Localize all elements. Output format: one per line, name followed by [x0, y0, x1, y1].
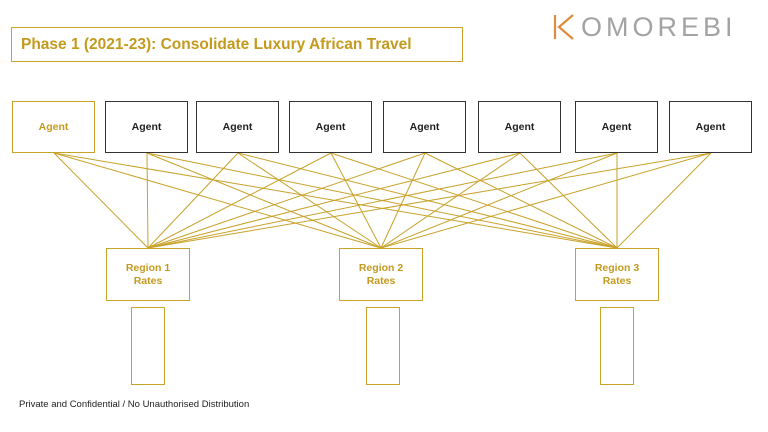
region-title: Region 2 — [358, 261, 404, 274]
agent-box-2: Agent — [105, 101, 188, 153]
agent-box-8: Agent — [669, 101, 752, 153]
agent-box-6: Agent — [478, 101, 561, 153]
agent-label: Agent — [315, 121, 346, 133]
agent-label: Agent — [131, 121, 162, 133]
agent-label: Agent — [38, 121, 69, 133]
connection-line-agent-3-region-2 — [237, 152, 382, 249]
connection-line-agent-7-region-2 — [380, 152, 618, 249]
agent-box-1: Agent — [12, 101, 95, 153]
connection-line-agent-3-region-1 — [147, 152, 239, 249]
confidentiality-footer: Private and Confidential / No Unauthoris… — [19, 399, 250, 410]
connection-line-agent-8-region-3 — [616, 152, 712, 249]
connection-line-agent-2-region-1 — [146, 152, 149, 249]
region-3-pillar — [600, 307, 634, 385]
connection-line-agent-5-region-3 — [424, 152, 618, 249]
region-title: Region 1 — [125, 261, 171, 274]
region-1-pillar — [131, 307, 165, 385]
connection-line-agent-6-region-2 — [380, 152, 521, 249]
agent-label: Agent — [222, 121, 253, 133]
title-box: Phase 1 (2021-23): Consolidate Luxury Af… — [11, 27, 463, 62]
region-subtitle: Rates — [133, 274, 163, 287]
agent-box-4: Agent — [289, 101, 372, 153]
region-2-pillar — [366, 307, 400, 385]
connection-line-agent-4-region-2 — [330, 152, 382, 249]
connection-line-agent-1-region-1 — [53, 152, 149, 249]
agent-box-7: Agent — [575, 101, 658, 153]
connection-line-agent-8-region-1 — [147, 152, 712, 249]
agent-label: Agent — [601, 121, 632, 133]
agent-label: Agent — [504, 121, 535, 133]
page-title: Phase 1 (2021-23): Consolidate Luxury Af… — [21, 35, 412, 53]
agent-label: Agent — [695, 121, 726, 133]
connection-line-agent-4-region-1 — [147, 152, 332, 249]
connection-line-agent-6-region-3 — [519, 152, 618, 249]
connection-line-agent-7-region-1 — [147, 152, 618, 249]
connection-line-agent-5-region-1 — [147, 152, 426, 249]
agent-box-3: Agent — [196, 101, 279, 153]
brand-logo: OMOREBI — [553, 12, 737, 42]
connection-line-agent-8-region-2 — [380, 152, 712, 249]
connection-line-agent-2-region-2 — [146, 152, 382, 249]
agent-label: Agent — [409, 121, 440, 133]
logo-text: OMOREBI — [581, 12, 737, 42]
connection-line-agent-1-region-2 — [53, 152, 382, 249]
region-title: Region 3 — [594, 261, 640, 274]
connection-line-agent-5-region-2 — [380, 152, 426, 249]
connection-line-agent-6-region-1 — [147, 152, 521, 249]
region-subtitle: Rates — [366, 274, 396, 287]
region-subtitle: Rates — [602, 274, 632, 287]
agent-box-5: Agent — [383, 101, 466, 153]
k-mark-icon — [553, 14, 574, 40]
